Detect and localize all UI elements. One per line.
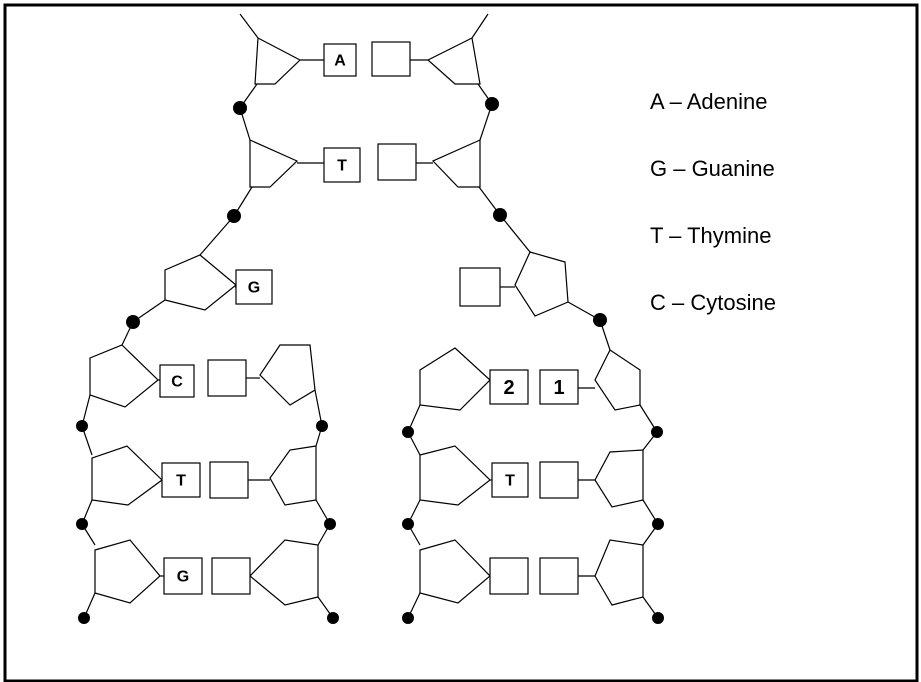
sugar-pentagon — [431, 139, 481, 188]
base-box-blank-2 — [489, 369, 529, 405]
sugar-pentagon — [594, 449, 644, 508]
base-label: G — [248, 280, 260, 297]
base-box-guanine — [163, 557, 203, 595]
sugar-pentagon — [594, 539, 644, 606]
sugar-pentagon — [249, 139, 299, 188]
base-box-empty — [539, 557, 579, 595]
sugar-pentagon — [514, 251, 569, 317]
phosphate-dot — [316, 420, 328, 432]
base-label: T — [505, 473, 515, 490]
sugar-pentagon — [164, 254, 237, 311]
phosphate-dot — [651, 426, 663, 438]
base-box-empty — [489, 557, 529, 595]
base-box-thymine — [161, 462, 201, 498]
sugar-pentagon — [254, 37, 302, 85]
phosphate-dot — [652, 518, 664, 530]
phosphate-dot — [324, 518, 336, 530]
legend-item-cytosine: C – Cytosine — [650, 290, 776, 315]
base-box-empty — [377, 143, 417, 181]
legend: A – Adenine G – Guanine T – Thymine C – … — [650, 80, 776, 348]
base-box-empty — [207, 359, 247, 397]
phosphate-dot — [233, 101, 247, 115]
base-box-thymine — [323, 147, 361, 183]
base-label: G — [177, 569, 189, 586]
phosphate-groups — [76, 97, 664, 624]
base-label: C — [171, 374, 183, 391]
base-box-blank-1 — [539, 369, 579, 405]
base-box-empty — [209, 461, 249, 499]
base-box-empty — [211, 557, 251, 595]
base-box-empty — [539, 461, 579, 499]
base-label: 1 — [553, 377, 564, 399]
sugar-pentagon — [259, 344, 316, 406]
sugar-pentagon — [91, 445, 163, 506]
legend-item-adenine: A – Adenine — [650, 89, 768, 114]
phosphate-dot — [327, 612, 339, 624]
base-box-adenine — [323, 43, 357, 77]
phosphate-dot — [76, 420, 88, 432]
base-box-cytosine — [159, 364, 195, 398]
sugar-pentagon — [426, 37, 481, 85]
base-box-thymine — [491, 462, 529, 498]
sugar-pentagon — [594, 349, 641, 411]
base-box-empty — [371, 41, 411, 77]
phosphate-dot — [485, 97, 499, 111]
sugar-pentagon — [419, 347, 491, 411]
phosphate-dot — [593, 313, 607, 327]
base-label: T — [337, 158, 347, 175]
phosphate-dot — [402, 518, 414, 530]
sugar-pentagon — [249, 539, 319, 606]
legend-item-thymine: T – Thymine — [650, 223, 772, 248]
base-box-empty — [459, 267, 501, 307]
phosphate-dot — [76, 518, 88, 530]
phosphate-dot — [402, 426, 414, 438]
sugar-pentagon — [269, 445, 317, 506]
sugar-pentagon — [419, 445, 491, 506]
base-label: A — [334, 53, 346, 70]
base-box-guanine — [235, 269, 273, 305]
sugar-pentagon — [419, 539, 491, 604]
base-label: 2 — [503, 377, 514, 399]
frame — [3, 3, 919, 682]
base-label: T — [176, 473, 186, 490]
sugar-pentagon — [89, 344, 159, 408]
phosphate-dot — [402, 612, 414, 624]
phosphate-dot — [126, 315, 140, 329]
sugar-pentagon — [94, 539, 161, 604]
phosphate-dot — [78, 612, 90, 624]
phosphate-dot — [227, 209, 241, 223]
legend-item-guanine: G – Guanine — [650, 156, 775, 181]
phosphate-dot — [652, 612, 664, 624]
phosphate-dot — [493, 208, 507, 222]
